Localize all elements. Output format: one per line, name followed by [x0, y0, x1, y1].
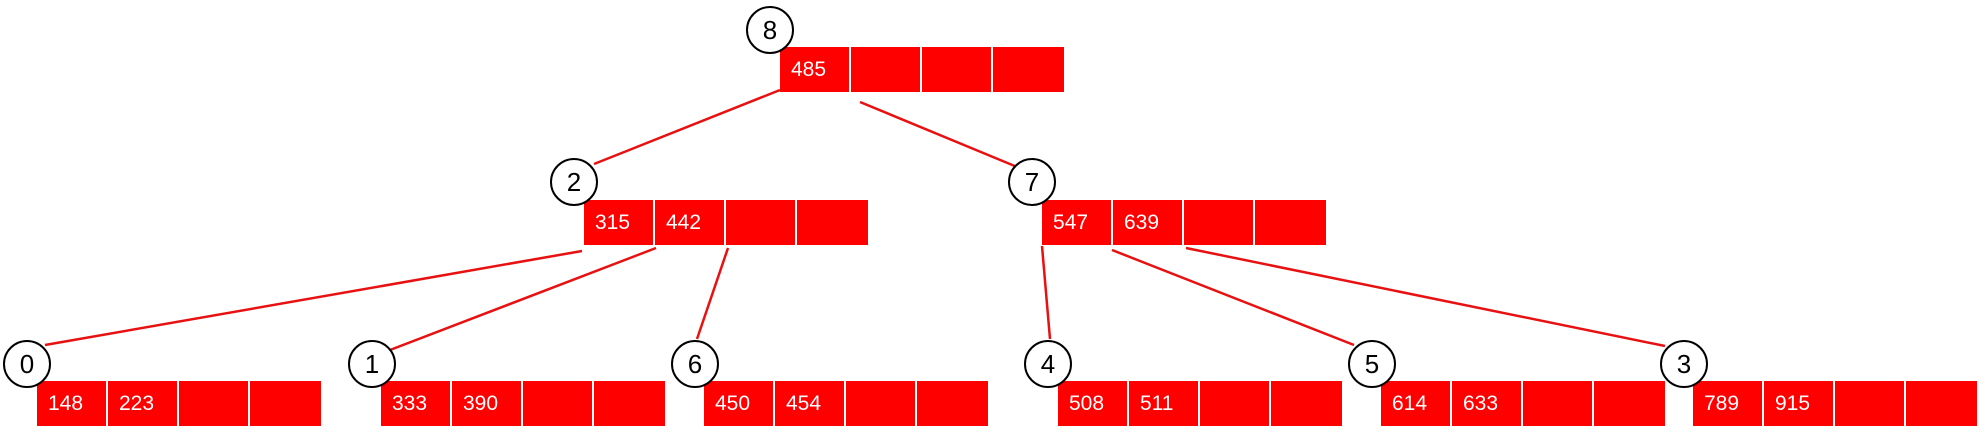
key-cell: 485 — [780, 47, 851, 92]
key-cell: 223 — [108, 381, 179, 426]
node-id-circle: 0 — [3, 340, 51, 388]
key-cell — [1906, 381, 1977, 426]
node-id-circle: 2 — [550, 158, 598, 206]
key-cell — [851, 47, 922, 92]
key-cell: 547 — [1042, 200, 1113, 245]
node-id-circle: 6 — [671, 340, 719, 388]
key-cell — [917, 381, 988, 426]
key-cell — [1594, 381, 1665, 426]
key-cell — [797, 200, 868, 245]
node-id-circle: 7 — [1008, 158, 1056, 206]
edge-7-5 — [1111, 248, 1355, 347]
edge-2-0 — [44, 249, 583, 347]
edge-2-1 — [389, 246, 657, 352]
edge-7-4 — [1040, 245, 1052, 340]
node-id-circle: 1 — [348, 340, 396, 388]
key-cell — [1184, 200, 1255, 245]
key-cell — [922, 47, 993, 92]
edge-2-6 — [695, 247, 730, 340]
key-cell: 508 — [1058, 381, 1129, 426]
key-cell — [726, 200, 797, 245]
node-id-circle: 5 — [1348, 340, 1396, 388]
key-cell: 639 — [1113, 200, 1184, 245]
key-cell — [993, 47, 1064, 92]
edge-8-7 — [859, 100, 1023, 171]
key-cell: 454 — [775, 381, 846, 426]
key-cell: 614 — [1381, 381, 1452, 426]
key-cell: 333 — [381, 381, 452, 426]
key-cell: 450 — [704, 381, 775, 426]
key-cell — [523, 381, 594, 426]
key-cell — [1835, 381, 1906, 426]
key-cell — [250, 381, 321, 426]
key-cell: 789 — [1693, 381, 1764, 426]
node-id-circle: 8 — [746, 6, 794, 54]
tree-node-7: 547 639 — [1042, 200, 1326, 245]
tree-node-3: 789 915 — [1693, 381, 1977, 426]
node-id-circle: 3 — [1660, 340, 1708, 388]
tree-node-1: 333 390 — [381, 381, 665, 426]
key-cell — [179, 381, 250, 426]
key-cell: 633 — [1452, 381, 1523, 426]
key-cell — [846, 381, 917, 426]
key-cell: 915 — [1764, 381, 1835, 426]
edge-8-2 — [593, 88, 781, 166]
tree-node-5: 614 633 — [1381, 381, 1665, 426]
key-cell — [594, 381, 665, 426]
edge-7-3 — [1185, 246, 1666, 348]
key-cell — [1523, 381, 1594, 426]
key-cell: 390 — [452, 381, 523, 426]
key-cell: 442 — [655, 200, 726, 245]
tree-node-0: 148 223 — [37, 381, 321, 426]
key-cell — [1271, 381, 1342, 426]
key-cell — [1255, 200, 1326, 245]
tree-node-2: 315 442 — [584, 200, 868, 245]
node-id-circle: 4 — [1024, 340, 1072, 388]
key-cell — [1200, 381, 1271, 426]
tree-node-4: 508 511 — [1058, 381, 1342, 426]
tree-node-8: 485 — [780, 47, 1064, 92]
key-cell: 148 — [37, 381, 108, 426]
key-cell: 315 — [584, 200, 655, 245]
key-cell: 511 — [1129, 381, 1200, 426]
tree-node-6: 450 454 — [704, 381, 988, 426]
